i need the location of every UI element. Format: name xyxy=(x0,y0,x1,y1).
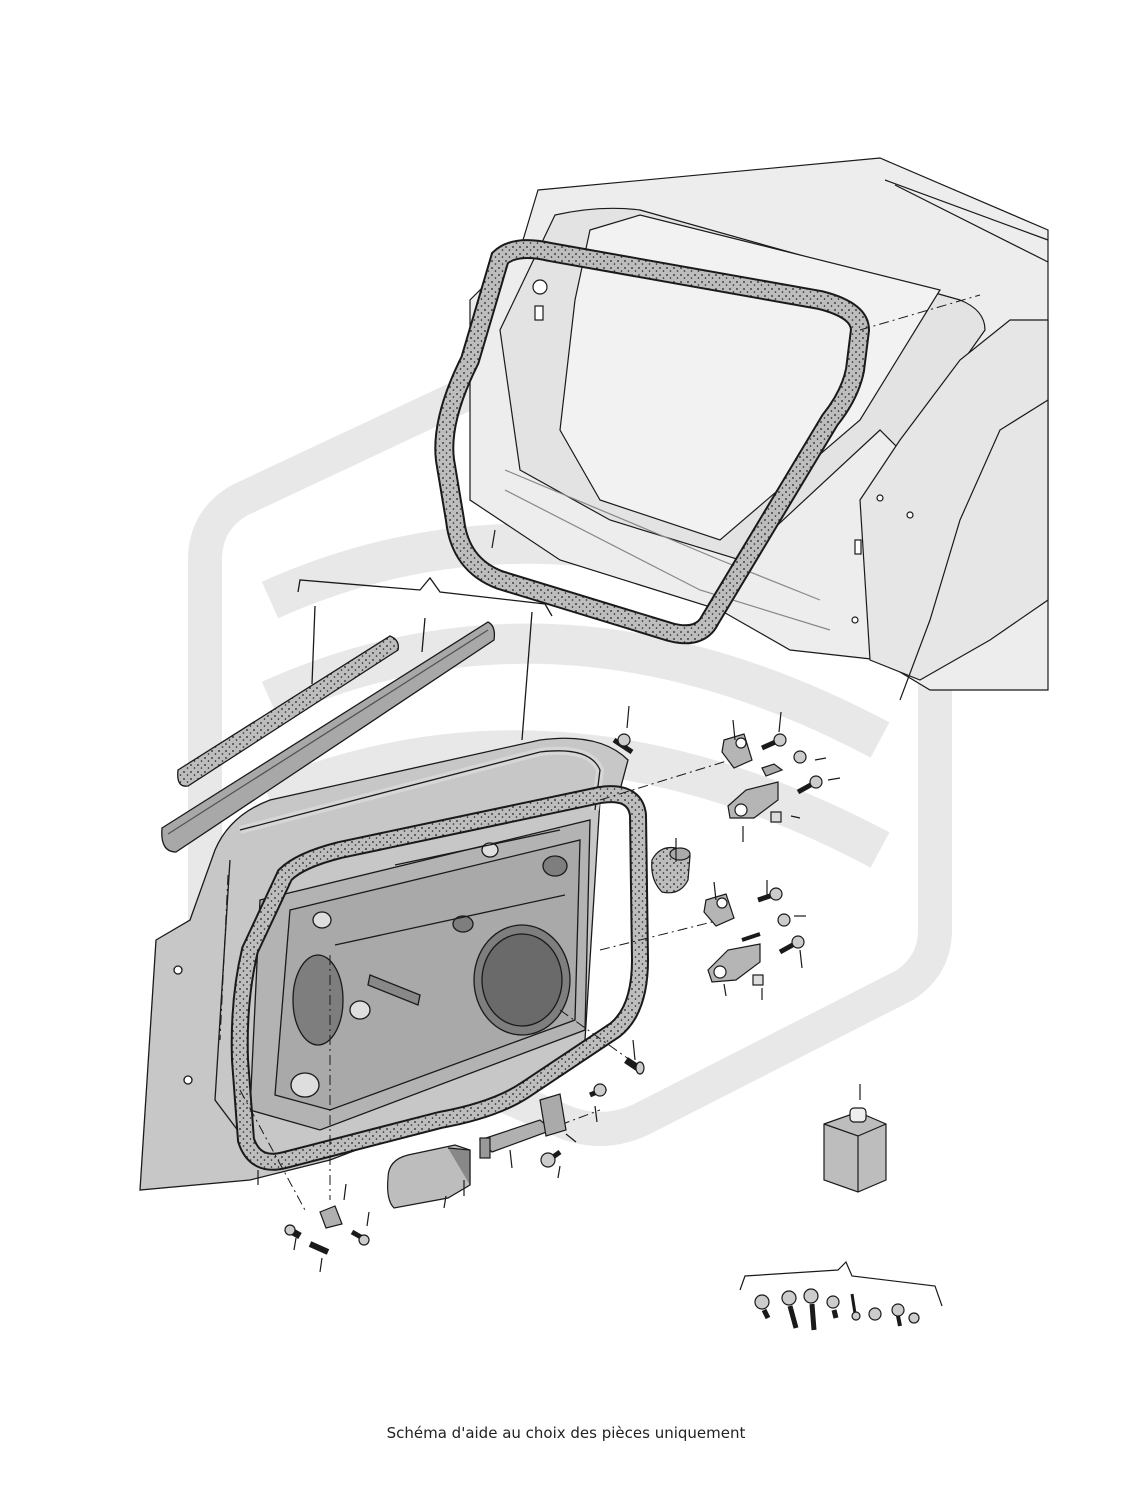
leader-lines xyxy=(219,294,981,1211)
car-body xyxy=(469,157,1049,701)
trim-strip-bracket xyxy=(297,576,553,741)
door-check-strap xyxy=(478,1057,645,1168)
window-shaft-strip xyxy=(161,621,496,853)
door-shell xyxy=(139,737,629,1191)
door-handle-cover xyxy=(387,1144,471,1209)
window-felt-strip xyxy=(177,635,399,787)
door-buffer xyxy=(651,846,691,894)
upper-door-hinge xyxy=(612,733,823,823)
screw-assortment xyxy=(739,1260,943,1331)
sealant-bottle xyxy=(823,1084,887,1193)
lower-door-hinge xyxy=(703,887,805,986)
door-seal xyxy=(230,785,650,1185)
lock-striker xyxy=(284,1205,370,1255)
body-door-seal xyxy=(434,239,871,645)
diagram-caption: Schéma d'aide au choix des pièces unique… xyxy=(386,1424,746,1442)
part-reference-ticks xyxy=(293,705,841,1273)
